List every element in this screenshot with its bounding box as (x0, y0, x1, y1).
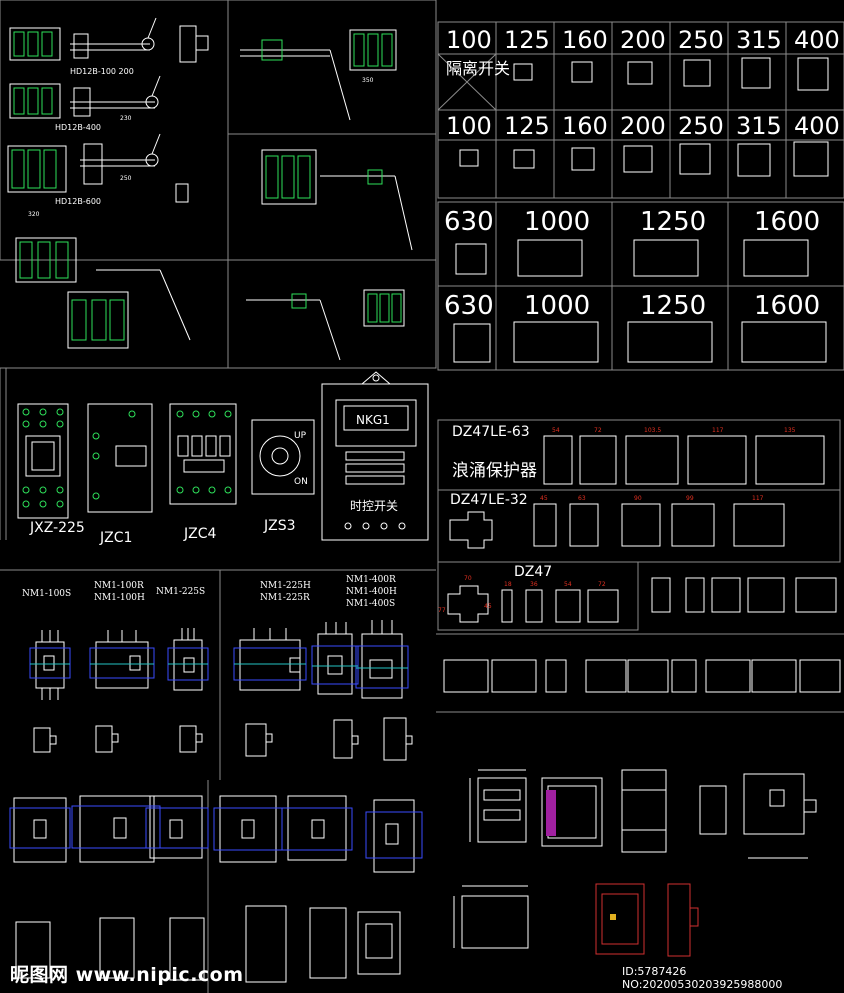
iso-r2-c2: 125 (504, 112, 550, 140)
iso-r1-c4: 200 (620, 26, 666, 54)
dz47-dim-5: 72 (598, 581, 606, 588)
knife-switch-3 (246, 289, 405, 361)
iso-r2-c6: 315 (736, 112, 782, 140)
image-id-text: ID:5787426 NO:20200530203925988000 (622, 965, 783, 991)
contactor-section: JXZ-225 JZC1 JZC4 UP ON JZS3 (0, 367, 436, 546)
hd12b-100-switch: HD12B-100 200 (9, 17, 209, 76)
jzs3-up-label: UP (294, 431, 307, 441)
le63-dim-3: 103.5 (644, 427, 661, 434)
nm1-label-400h: NM1-400H (346, 587, 397, 597)
timer-switch-label: 时控开关 (350, 499, 398, 513)
iso-r2-c7: 400 (794, 112, 840, 140)
iso-r4-c3: 1250 (640, 291, 706, 321)
le32-dim-5: 117 (752, 495, 764, 502)
iso-r2-c1: 100 (446, 112, 492, 140)
le32-dim-1: 45 (540, 495, 548, 502)
contactor-label-jzs3: JZS3 (263, 518, 296, 534)
hd12b-label-1: HD12B-100 200 (70, 67, 134, 76)
hd12b-label-2: HD12B-400 (55, 123, 101, 132)
knife-frame-2 (227, 133, 437, 261)
le63-dim-4: 117 (712, 427, 724, 434)
dz47-section: DZ47 70 18 36 54 72 77 45 (436, 561, 844, 713)
hd12b-dim-1: 230 (120, 115, 132, 122)
dz47-dim-1: 70 (464, 575, 472, 582)
iso-r1-c7: 400 (794, 26, 840, 54)
dz47-side-dim-2: 45 (484, 603, 492, 610)
iso-r1-c3: 160 (562, 26, 608, 54)
knife-dim: 350 (362, 77, 374, 84)
iso-r3-c4: 1600 (754, 207, 820, 237)
nm1-label-225s: NM1-225S (156, 587, 205, 597)
dz47-dim-2: 18 (504, 581, 512, 588)
dz47le63-subtitle: 浪涌保护器 (452, 461, 537, 481)
dim-highlight-magenta (546, 790, 556, 836)
timer-switch-nkg1: NKG1 时控开关 (321, 371, 429, 541)
nm1-label-100h: NM1-100H (94, 593, 145, 603)
contactor-label-jzc4: JZC4 (183, 526, 216, 542)
hd12b-600-switch: 250 320 HD12B-600 (7, 133, 189, 218)
nm1-label-400r: NM1-400R (346, 575, 396, 585)
dz47le32-title: DZ47LE-32 (450, 492, 528, 508)
contactor-label-jxz: JXZ-225 (29, 520, 85, 536)
iso-r4-c1: 630 (444, 291, 494, 321)
knife-switch-2 (261, 149, 413, 251)
nm1-label-100r: NM1-100R (94, 581, 144, 591)
contactor-label-jzc1: JZC1 (99, 530, 132, 546)
knife-frame-1 (227, 0, 437, 135)
jzc4-device: JZC4 (169, 403, 237, 542)
le32-dim-4: 99 (686, 495, 694, 502)
knife-frame-3 (227, 259, 437, 369)
nipic-watermark: 昵图网 www.nipic.com (10, 964, 244, 986)
iso-r1-c6: 315 (736, 26, 782, 54)
hd12b-dim-2: 250 (120, 175, 132, 182)
iso-r4-c2: 1000 (524, 291, 590, 321)
dz47-title: DZ47 (514, 564, 552, 580)
dimension-drawings (453, 769, 817, 957)
iso-r1-c1: 100 (446, 26, 492, 54)
le32-dim-3: 90 (634, 495, 642, 502)
iso-r2-c3: 160 (562, 112, 608, 140)
jzc1-device: JZC1 (87, 403, 153, 546)
nm1-label-100s: NM1-100S (22, 589, 71, 599)
jzs3-on-label: ON (294, 477, 308, 487)
dz47-dim-3: 36 (530, 581, 538, 588)
le63-dim-5: 135 (784, 427, 796, 434)
nm1-label-400s: NM1-400S (346, 599, 395, 609)
timer-display-text: NKG1 (356, 413, 390, 427)
iso-r4-c4: 1600 (754, 291, 820, 321)
iso-r1-c5: 250 (678, 26, 724, 54)
iso-r2-c5: 250 (678, 112, 724, 140)
dz47le-section: DZ47LE-63 浪涌保护器 DZ47LE-32 54 72 103.5 11… (437, 419, 841, 563)
hd12b-label-3: HD12B-600 (55, 197, 101, 206)
iso-r3-c1: 630 (444, 207, 494, 237)
le63-dim-2: 72 (594, 427, 602, 434)
iso-r1-c2: 125 (504, 26, 550, 54)
dz47-dim-4: 54 (564, 581, 572, 588)
dz47le32-frame (437, 489, 841, 563)
knife-switch-section: 350 (227, 0, 437, 369)
nm1-label-225r: NM1-225R (260, 593, 310, 603)
nm1-label-225h: NM1-225H (260, 581, 311, 591)
jzs3-device: UP ON JZS3 (251, 419, 315, 534)
dz47le63-title: DZ47LE-63 (452, 424, 530, 440)
hd12b-400-switch: 230 HD12B-400 (9, 75, 161, 132)
hd12b-assembly (15, 237, 191, 349)
iso-r2-c4: 200 (620, 112, 666, 140)
dz47-frame (437, 561, 639, 631)
nm1-section: NM1-100S NM1-100R NM1-100H NM1-225S NM1-… (0, 569, 436, 993)
knife-switch-1: 350 (240, 29, 397, 121)
jxz-225-device: JXZ-225 (17, 403, 85, 536)
le32-dim-2: 63 (578, 495, 586, 502)
iso-r3-c3: 1250 (640, 207, 706, 237)
iso-r3-c2: 1000 (524, 207, 590, 237)
isolator-table: 100 125 160 200 250 315 400 隔离开关 100 125… (437, 21, 844, 371)
hd12b-section: HD12B-100 200 230 HD12B-400 (0, 0, 229, 349)
dz47-side-dim-1: 77 (438, 607, 446, 614)
hd12b-dim-3: 320 (28, 211, 40, 218)
hd12b-frame (0, 0, 229, 261)
isolator-title: 隔离开关 (446, 59, 510, 78)
le63-dim-1: 54 (552, 427, 560, 434)
